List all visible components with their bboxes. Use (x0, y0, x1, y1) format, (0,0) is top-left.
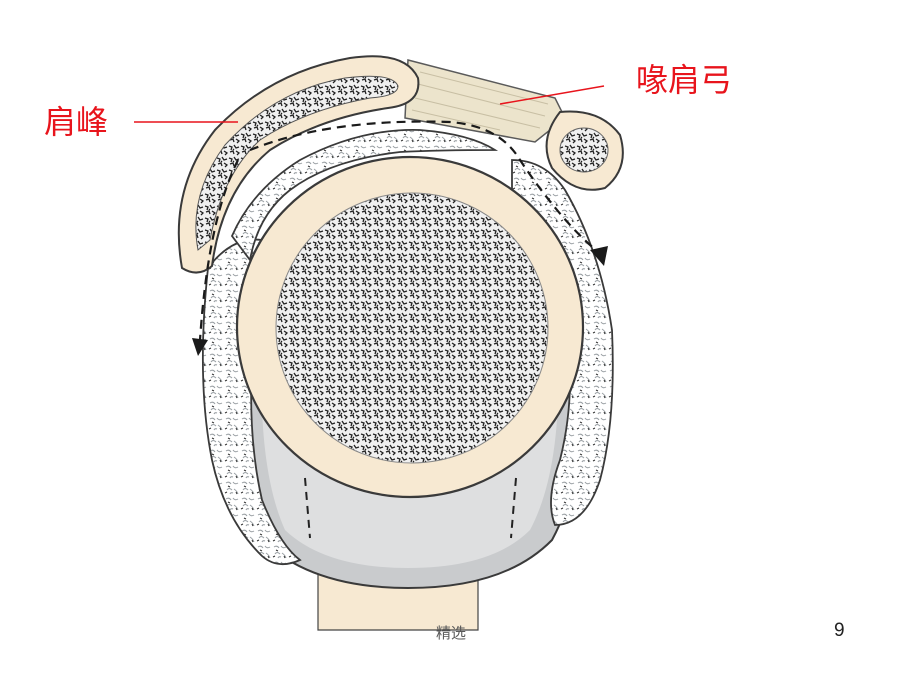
humeral-head-cancellous (275, 192, 549, 464)
arrow-left-path (198, 159, 239, 341)
bursa-top (230, 129, 499, 263)
leader-ligament (499, 85, 605, 105)
label-coracoacromial-arch: 喙肩弓 (636, 61, 733, 99)
label-acromion: 肩峰 (44, 103, 109, 141)
arrow-right-path (249, 120, 599, 253)
page-number: 9 (834, 620, 845, 641)
arrow-right-head (590, 246, 608, 266)
footer-text: 精选 (436, 624, 467, 642)
acromion (177, 55, 420, 274)
arrow-left-head (192, 338, 208, 356)
